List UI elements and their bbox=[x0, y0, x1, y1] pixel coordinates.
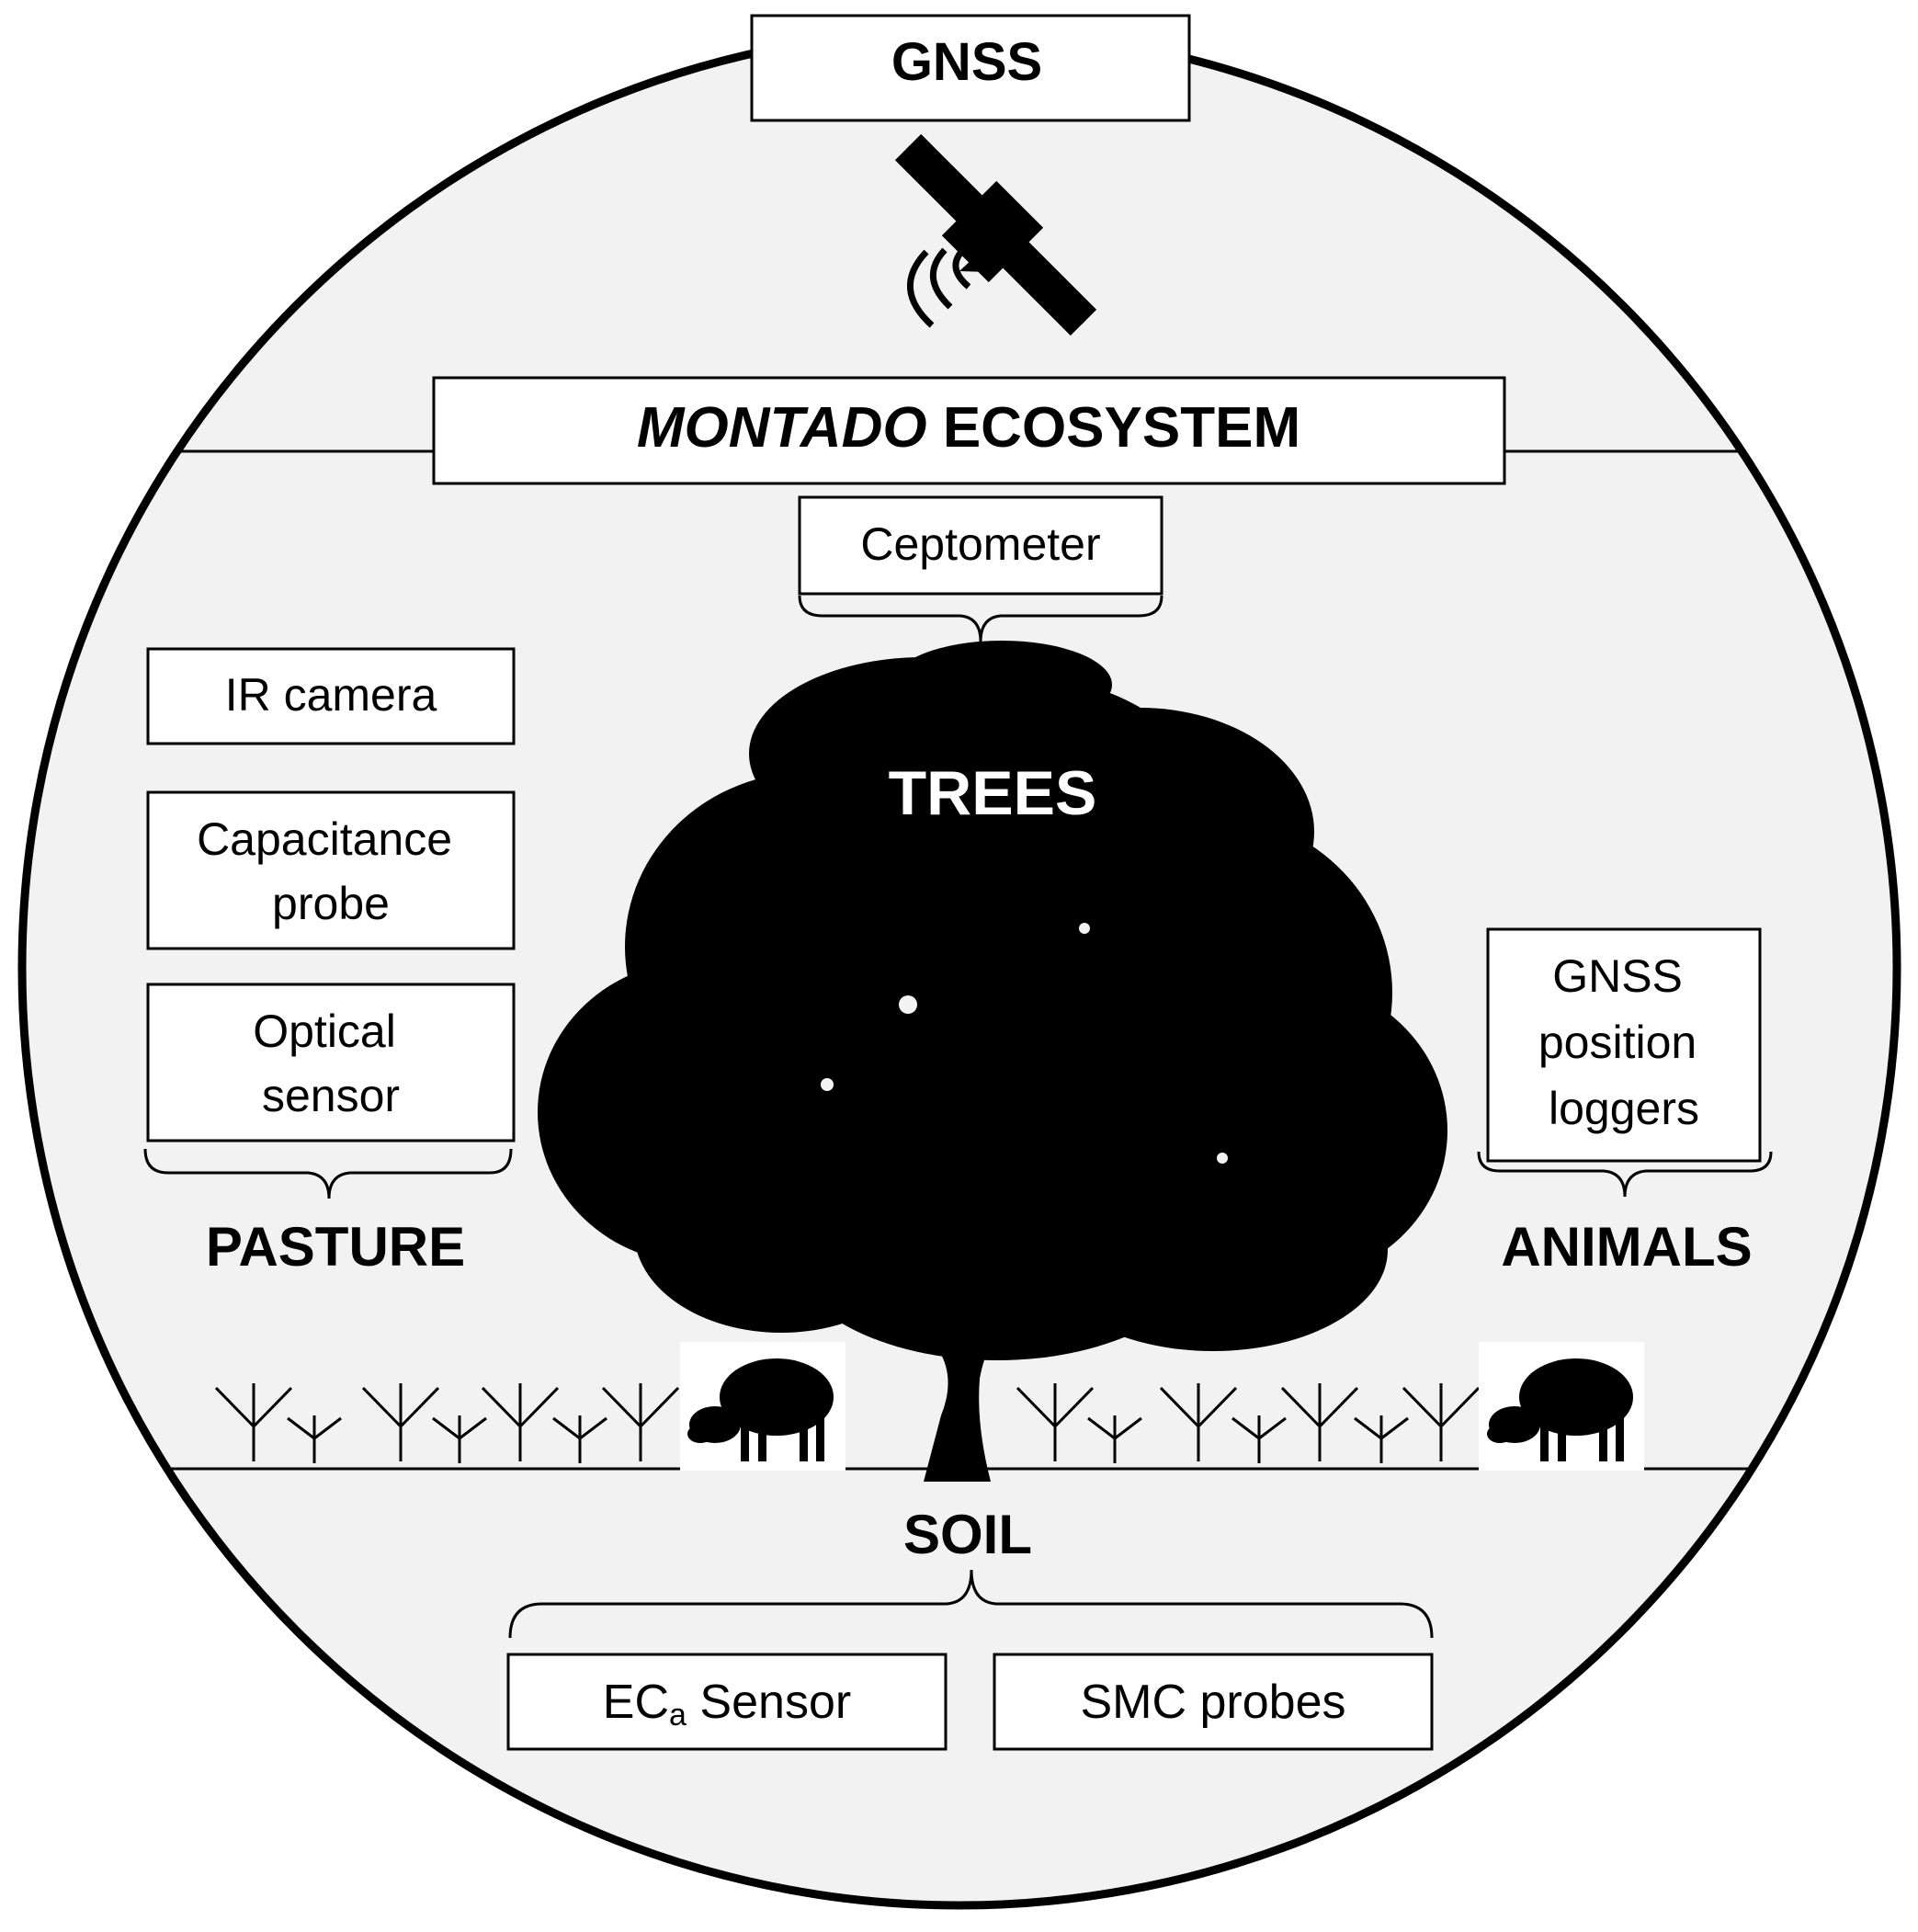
gnss-loggers-line-2: position bbox=[1538, 1017, 1697, 1068]
capacitance-probe-line-2: probe bbox=[272, 878, 390, 929]
ecosystem-title: MONTADO ECOSYSTEM bbox=[637, 396, 1300, 460]
capacitance-probe-line-1: Capacitance bbox=[197, 813, 452, 865]
ecosystem-title-box: MONTADO ECOSYSTEM bbox=[432, 376, 1506, 485]
soil-label: SOIL bbox=[903, 1504, 1032, 1565]
ir-camera-label: IR camera bbox=[225, 669, 437, 721]
ecosystem-title-italic: MONTADO bbox=[637, 396, 927, 460]
trees-label: TREES bbox=[889, 758, 1097, 828]
animals-brace bbox=[1477, 1151, 1773, 1198]
gnss-header-text: GNSS bbox=[891, 32, 1042, 92]
ceptometer-box: Ceptometer bbox=[798, 495, 1163, 596]
animals-label: ANIMALS bbox=[1501, 1216, 1752, 1278]
ir-camera-box: IR camera bbox=[146, 647, 516, 745]
grass-icon bbox=[214, 1383, 1481, 1463]
sheep-icon bbox=[680, 1342, 846, 1471]
smc-probes-label: SMC probes bbox=[1081, 1676, 1346, 1729]
soil-brace bbox=[508, 1569, 1434, 1639]
optical-sensor-line-1: Optical bbox=[253, 1006, 396, 1057]
gnss-loggers-line-3: loggers bbox=[1549, 1083, 1699, 1134]
eca-sensor-box: ECa Sensor bbox=[506, 1653, 948, 1751]
capacitance-probe-box: Capacitance probe bbox=[146, 790, 516, 950]
pasture-label: PASTURE bbox=[206, 1216, 465, 1278]
eca-main: EC bbox=[603, 1676, 669, 1729]
smc-probes-box: SMC probes bbox=[993, 1653, 1434, 1751]
optical-sensor-line-2: sensor bbox=[262, 1070, 400, 1121]
tree-icon bbox=[538, 641, 1447, 1482]
gnss-header-box: GNSS bbox=[750, 14, 1191, 122]
sheep-icon-right bbox=[1479, 1342, 1644, 1471]
gnss-loggers-line-1: GNSS bbox=[1552, 950, 1683, 1002]
ceptometer-label: Ceptometer bbox=[860, 518, 1100, 570]
capacitance-probe-label: Capacitance probe bbox=[197, 813, 465, 929]
gnss-position-loggers-label: GNSS position loggers bbox=[1538, 950, 1709, 1134]
ecosystem-title-rest: ECOSYSTEM bbox=[927, 396, 1301, 460]
eca-sensor-label: ECa Sensor bbox=[603, 1676, 851, 1733]
eca-rest: Sensor bbox=[687, 1676, 851, 1729]
eca-subscript: a bbox=[669, 1698, 687, 1733]
pasture-brace bbox=[143, 1148, 513, 1199]
optical-sensor-box: Optical sensor bbox=[146, 983, 516, 1142]
optical-sensor-label: Optical sensor bbox=[253, 1006, 409, 1121]
gnss-position-loggers-box: GNSS position loggers bbox=[1486, 927, 1762, 1163]
satellite-icon bbox=[894, 133, 1097, 336]
